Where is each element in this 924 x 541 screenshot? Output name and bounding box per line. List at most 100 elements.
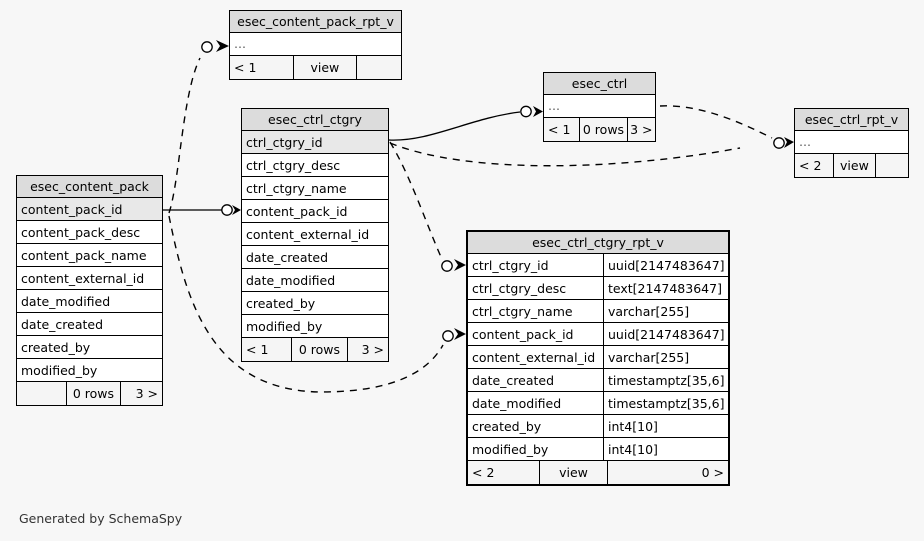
table-row: content_external_id	[17, 267, 162, 290]
footer-kind: view	[539, 461, 607, 484]
table-esec-ctrl[interactable]: esec_ctrl … < 1 0 rows 3 >	[543, 72, 656, 142]
table-esec-ctrl-ctgry[interactable]: esec_ctrl_ctgry ctrl_ctgry_id ctrl_ctgry…	[241, 108, 389, 362]
table-row: content_pack_name	[17, 244, 162, 267]
column-name: content_external_id	[246, 227, 370, 242]
table-row: modified_by	[17, 359, 162, 382]
table-row: date_created	[17, 313, 162, 336]
table-title: esec_ctrl	[544, 73, 655, 95]
table-row: content_pack_id	[242, 200, 388, 223]
table-esec-ctrl-ctgry-rpt-v[interactable]: esec_ctrl_ctgry_rpt_v ctrl_ctgry_id uuid…	[466, 230, 730, 486]
table-row: ctrl_ctgry_desc text[2147483647]	[468, 277, 728, 300]
footer-next-count[interactable]: 0 >	[607, 461, 728, 484]
table-esec-ctrl-rpt-v[interactable]: esec_ctrl_rpt_v … < 2 view	[794, 108, 909, 178]
column-name: ctrl_ctgry_desc	[246, 158, 341, 173]
column-name: created_by	[472, 419, 542, 434]
column-name: created_by	[246, 296, 316, 311]
table-row: …	[795, 131, 908, 154]
table-row: ctrl_ctgry_name	[242, 177, 388, 200]
table-row: created_by	[242, 292, 388, 315]
table-title: esec_ctrl_rpt_v	[795, 109, 908, 131]
table-row: ctrl_ctgry_id	[242, 131, 388, 154]
column-name: …	[799, 135, 812, 149]
column-type: uuid[2147483647]	[603, 323, 728, 345]
table-row: date_created timestamptz[35,6]	[468, 369, 728, 392]
footer-prev-count[interactable]: < 1	[246, 342, 269, 357]
column-type: int4[10]	[603, 438, 728, 460]
column-type: varchar[255]	[603, 346, 728, 368]
column-name: ctrl_ctgry_name	[472, 304, 573, 319]
edge-ctrl-to-ctrl-rpt-v	[659, 105, 773, 139]
column-type: int4[10]	[603, 415, 728, 437]
table-row: content_external_id	[242, 223, 388, 246]
footer-row-count: 0 rows	[291, 338, 346, 361]
table-row: content_external_id varchar[255]	[468, 346, 728, 369]
column-name: ctrl_ctgry_desc	[472, 281, 567, 296]
column-name: date_modified	[472, 396, 562, 411]
table-row: content_pack_id	[17, 198, 162, 221]
table-row: ctrl_ctgry_name varchar[255]	[468, 300, 728, 323]
table-title: esec_content_pack_rpt_v	[230, 11, 401, 33]
table-row: ctrl_ctgry_id uuid[2147483647]	[468, 254, 728, 277]
table-footer: < 1 0 rows 3 >	[242, 338, 388, 361]
column-type: varchar[255]	[603, 300, 728, 322]
column-type: uuid[2147483647]	[603, 254, 728, 276]
table-row: date_modified	[242, 269, 388, 292]
column-name: modified_by	[472, 442, 549, 457]
table-footer: < 2 view	[795, 154, 908, 177]
footer-prev-count[interactable]: < 2	[799, 158, 822, 173]
column-name: ctrl_ctgry_id	[246, 135, 323, 150]
table-row: …	[230, 33, 401, 56]
footer-prev-count[interactable]: < 2	[472, 465, 495, 480]
column-name: content_pack_desc	[21, 225, 141, 240]
table-title: esec_ctrl_ctgry	[242, 109, 388, 131]
column-name: date_created	[21, 317, 104, 332]
edge-ctrl-ctgry-to-ctrl	[388, 105, 543, 141]
footer-prev-count[interactable]: < 1	[548, 122, 571, 137]
table-row: …	[544, 95, 655, 118]
table-esec-content-pack-rpt-v[interactable]: esec_content_pack_rpt_v … < 1 view	[229, 10, 402, 80]
column-name: modified_by	[21, 363, 98, 378]
table-row: created_by int4[10]	[468, 415, 728, 438]
column-name: content_pack_name	[21, 248, 147, 263]
column-name: content_external_id	[21, 271, 145, 286]
footer-next-count[interactable]: 3 >	[119, 382, 162, 405]
footer-kind: view	[833, 154, 874, 177]
column-type: timestamptz[35,6]	[603, 392, 728, 414]
column-name: created_by	[21, 340, 91, 355]
generated-by-label: Generated by SchemaSpy	[19, 511, 183, 526]
table-footer: < 2 view 0 >	[468, 461, 728, 484]
column-name: content_external_id	[472, 350, 596, 365]
footer-next-count[interactable]	[355, 56, 402, 79]
table-esec-content-pack[interactable]: esec_content_pack content_pack_id conten…	[16, 175, 163, 406]
table-title: esec_ctrl_ctgry_rpt_v	[468, 232, 728, 254]
table-row: date_modified	[17, 290, 162, 313]
footer-prev-count[interactable]	[17, 382, 66, 405]
table-row: ctrl_ctgry_desc	[242, 154, 388, 177]
table-footer: < 1 0 rows 3 >	[544, 118, 655, 141]
column-type: text[2147483647]	[603, 277, 728, 299]
column-name: content_pack_id	[21, 202, 123, 217]
footer-next-count[interactable]: 3 >	[346, 338, 388, 361]
column-name: ctrl_ctgry_id	[472, 258, 549, 273]
column-name: content_pack_id	[472, 327, 574, 342]
footer-prev-count[interactable]: < 1	[234, 60, 257, 75]
column-name: date_created	[472, 373, 555, 388]
column-name: date_modified	[21, 294, 111, 309]
column-name: modified_by	[246, 319, 323, 334]
footer-row-count: 0 rows	[579, 118, 626, 141]
column-name: …	[234, 37, 247, 51]
footer-row-count: 0 rows	[66, 382, 119, 405]
column-name: ctrl_ctgry_name	[246, 181, 347, 196]
table-title: esec_content_pack	[17, 176, 162, 198]
edge-content-pack-to-ctrl-ctgry	[163, 204, 241, 216]
footer-next-count[interactable]: 3 >	[626, 118, 655, 141]
column-name: content_pack_id	[246, 204, 348, 219]
footer-next-count[interactable]	[874, 154, 908, 177]
table-row: date_modified timestamptz[35,6]	[468, 392, 728, 415]
column-name: …	[548, 99, 561, 113]
footer-kind: view	[293, 56, 355, 79]
edge-content-pack-to-content-pack-rpt-v	[168, 40, 229, 214]
table-row: content_pack_desc	[17, 221, 162, 244]
table-row: date_created	[242, 246, 388, 269]
